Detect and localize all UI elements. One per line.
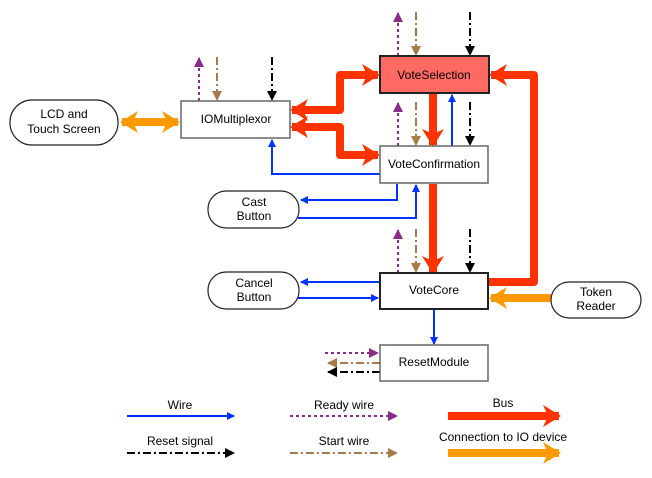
node-token-reader: Token Reader: [550, 281, 642, 319]
svg-text:VoteCore: VoteCore: [409, 283, 459, 297]
bus-iomux-voteconfirmation: [290, 116, 380, 166]
svg-text:ResetModule: ResetModule: [399, 355, 470, 369]
node-votecore: VoteCore: [379, 272, 489, 310]
svg-text:VoteConfirmation: VoteConfirmation: [388, 157, 480, 171]
legend-reset-signal: Reset signal: [127, 434, 235, 458]
voteconfirmation-signals: [393, 102, 475, 146]
svg-text:Ready wire: Ready wire: [314, 398, 374, 412]
node-voteconfirmation: VoteConfirmation: [379, 145, 489, 184]
svg-text:Wire: Wire: [168, 398, 193, 412]
node-resetmodule: ResetModule: [379, 344, 489, 382]
svg-text:Token: Token: [580, 285, 612, 299]
node-iomultiplexor: IOMultiplexor: [180, 100, 291, 139]
wire-confirmation-cast: [300, 184, 398, 204]
svg-text:Reset signal: Reset signal: [147, 434, 213, 448]
legend-wire: Wire: [127, 398, 235, 420]
legend: Wire Ready wire Bus Reset signal Start w…: [127, 396, 567, 464]
iomux-signals: [194, 57, 277, 101]
legend-io-connection: Connection to IO device: [439, 430, 567, 464]
node-lcd-touch-screen: LCD and Touch Screen: [9, 99, 119, 146]
svg-text:Reader: Reader: [576, 299, 615, 313]
legend-bus: Bus: [448, 396, 561, 427]
legend-start-wire: Start wire: [290, 434, 398, 458]
svg-text:Button: Button: [237, 290, 272, 304]
node-cancel-button: Cancel Button: [207, 271, 300, 310]
legend-ready-wire: Ready wire: [290, 398, 398, 421]
svg-text:LCD and: LCD and: [40, 107, 87, 121]
node-cast-button: Cast Button: [207, 190, 300, 229]
node-voteselection: VoteSelection: [379, 55, 490, 94]
voteselection-signals: [393, 12, 475, 56]
votecore-signals: [393, 229, 475, 273]
svg-text:Bus: Bus: [493, 396, 514, 410]
resetmodule-signals: [325, 348, 380, 377]
svg-text:Cast: Cast: [242, 195, 267, 209]
svg-text:IOMultiplexor: IOMultiplexor: [201, 112, 272, 126]
svg-text:Touch Screen: Touch Screen: [27, 122, 100, 136]
svg-text:VoteSelection: VoteSelection: [397, 68, 470, 82]
wire-confirmation-iomux: [268, 139, 380, 175]
svg-text:Button: Button: [237, 209, 272, 223]
bus-core-selection: [489, 64, 538, 286]
svg-text:Start wire: Start wire: [319, 434, 370, 448]
bus-iomux-voteselection: [290, 64, 380, 121]
svg-text:Cancel: Cancel: [235, 276, 272, 290]
svg-text:Connection to IO device: Connection to IO device: [439, 430, 567, 444]
connections: [120, 12, 551, 377]
wire-cast-confirmation: [298, 184, 420, 219]
